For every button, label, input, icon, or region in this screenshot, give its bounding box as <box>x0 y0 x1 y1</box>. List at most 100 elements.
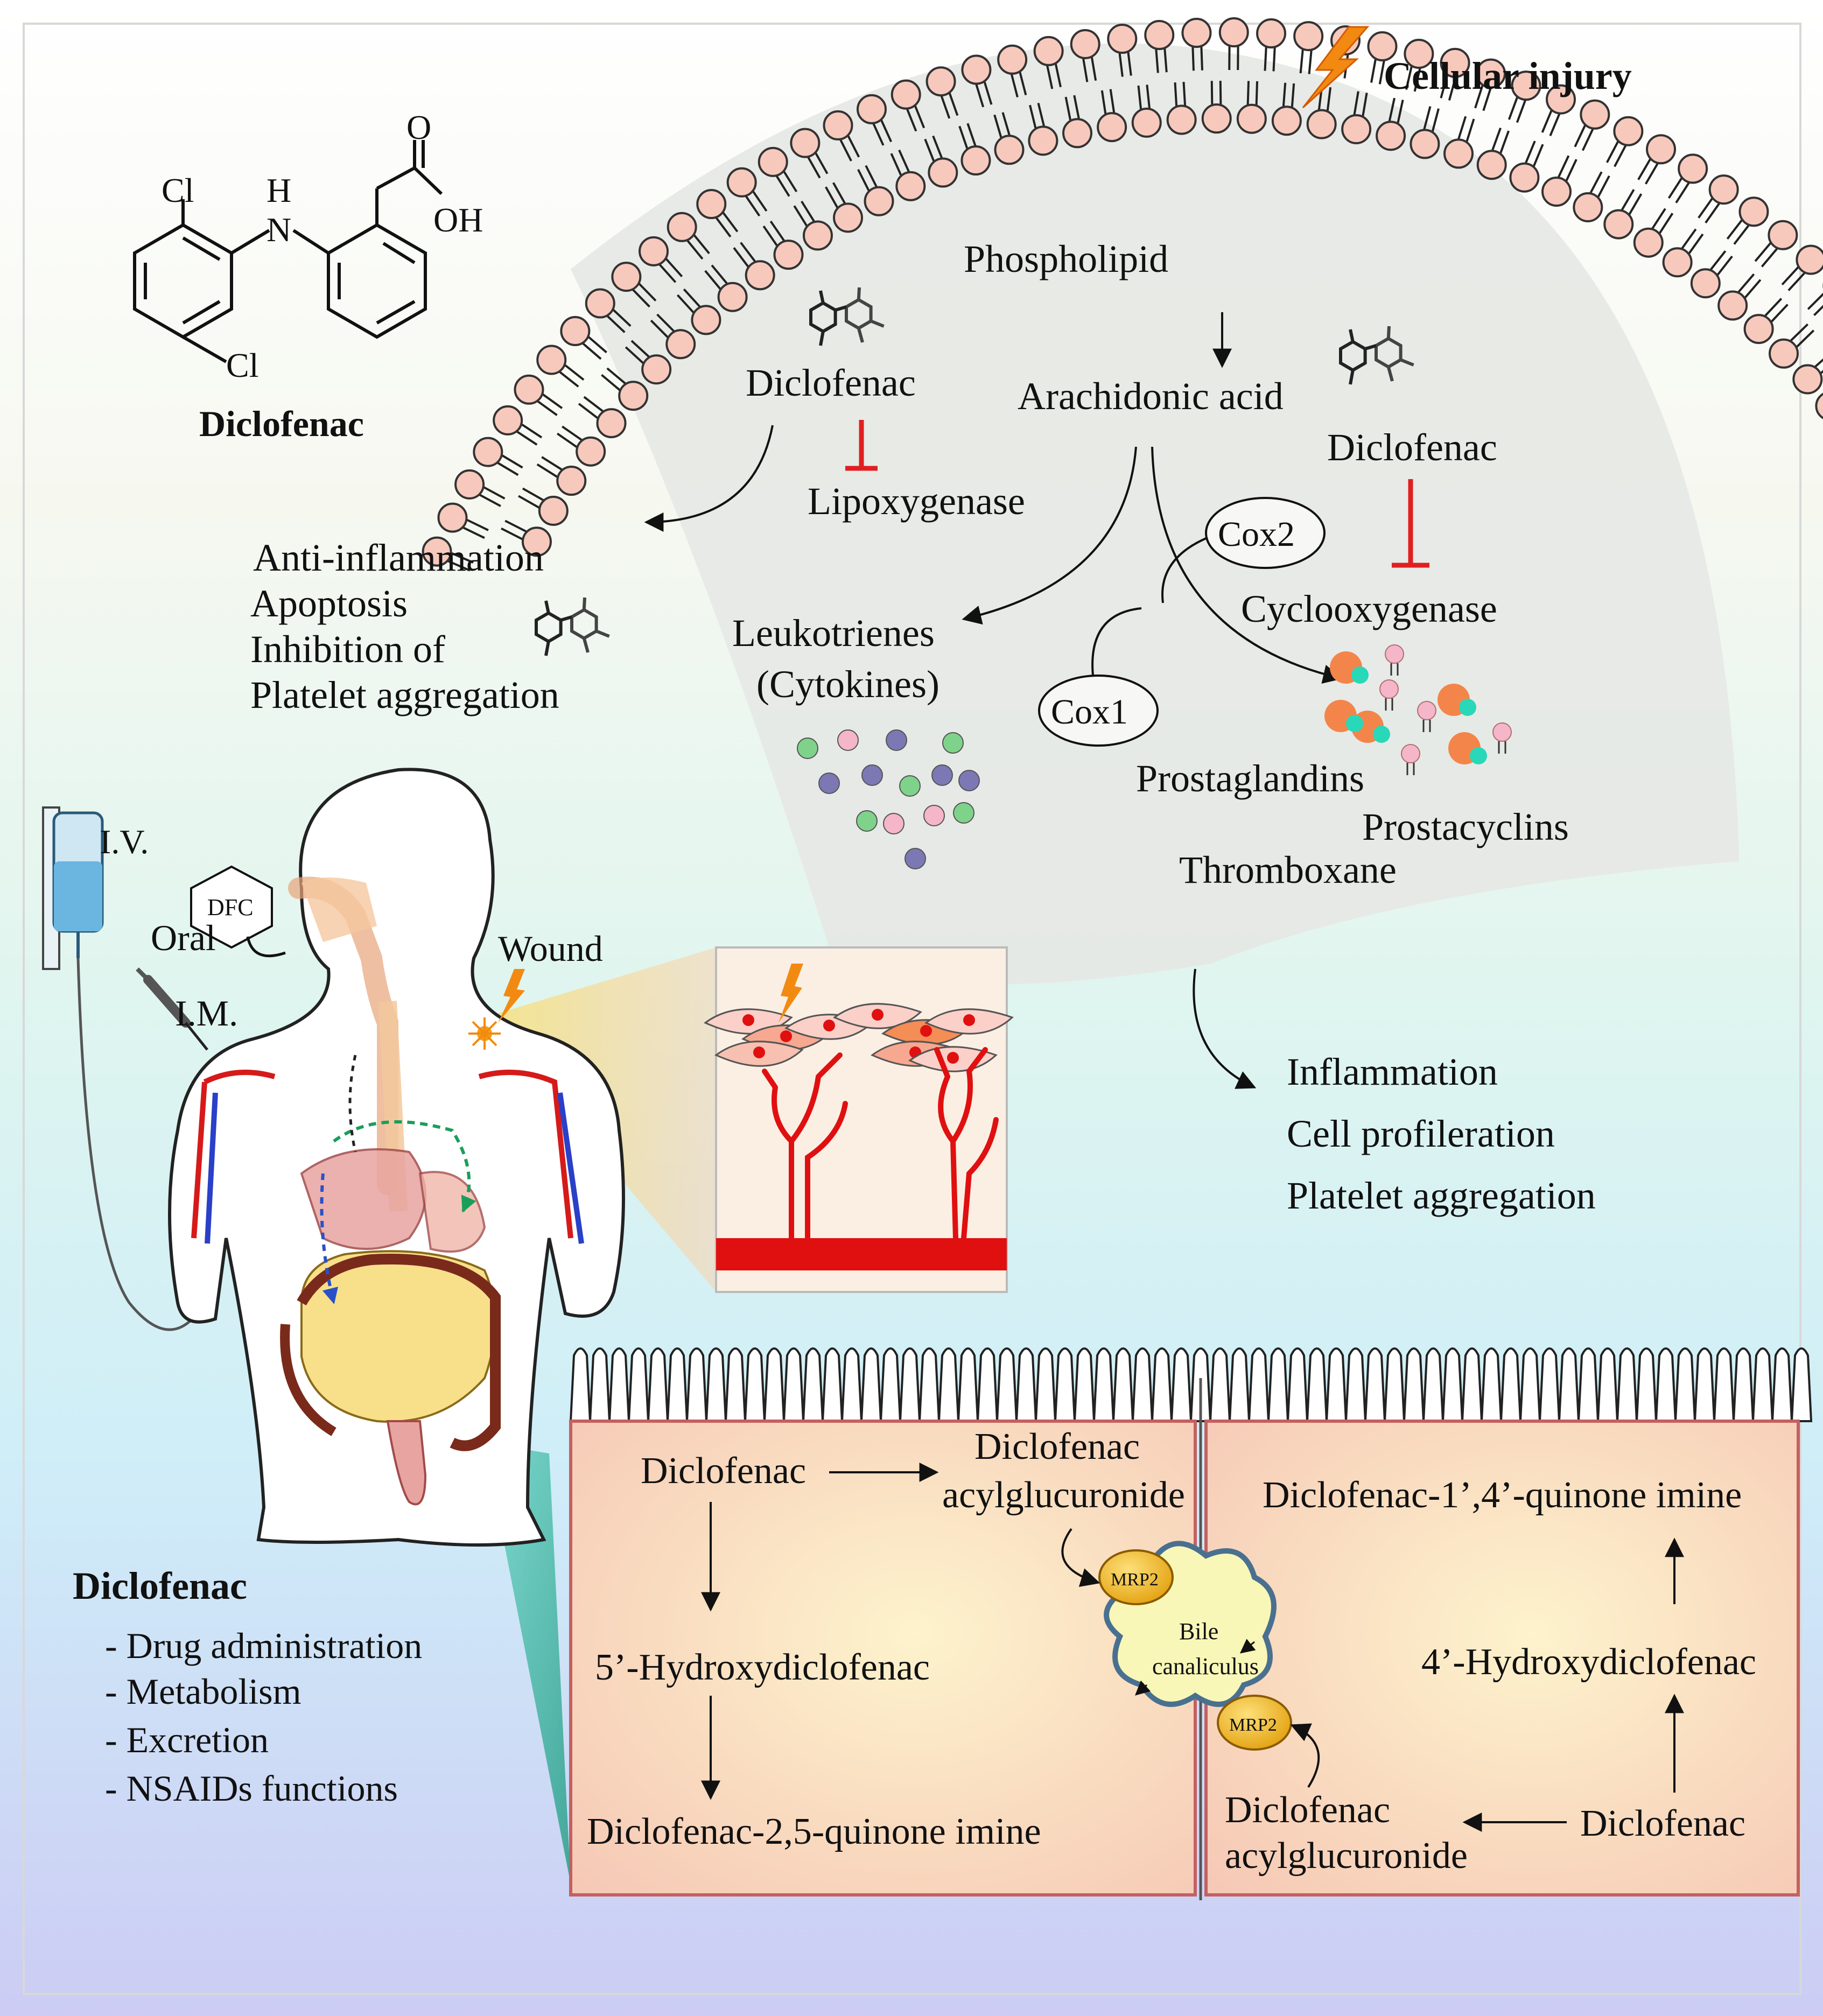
outer-lipid-head <box>1646 134 1677 165</box>
lipoxygenase-label: Lipoxygenase <box>808 480 1025 523</box>
diclofenac-right-label: Diclofenac <box>1327 426 1497 469</box>
effect-left-1: Apoptosis <box>250 582 408 625</box>
inner-lipid-head <box>1236 103 1267 134</box>
outer-lipid-head <box>726 167 757 198</box>
cytokine-dot <box>856 810 878 832</box>
diclofenac-structure <box>133 140 443 363</box>
cytokine-dot <box>958 770 980 791</box>
arachidonic-acid-label: Arachidonic acid <box>1018 375 1284 418</box>
prostanoid-small <box>1401 744 1420 763</box>
inner-lipid-head <box>1306 109 1337 139</box>
liver-zoom-funnel <box>485 1443 571 1884</box>
inner-lipid-head <box>1376 121 1406 151</box>
liver-right-diclofenac: Diclofenac <box>1580 1803 1745 1844</box>
inner-lipid-head <box>1131 107 1162 138</box>
wound-label: Wound <box>498 928 603 969</box>
inner-lipid-head <box>576 436 606 467</box>
effect-right-2: Platelet aggregation <box>1287 1174 1596 1217</box>
inner-lipid-head <box>1410 129 1440 159</box>
prostanoid-particle-tip <box>1351 666 1369 684</box>
summary-item-2: - Excretion <box>105 1719 269 1760</box>
villi-border <box>569 1347 1813 1422</box>
cox1-bubble <box>1038 675 1159 747</box>
acyl-to-mrp2-bottom-arrow <box>1290 1723 1320 1788</box>
wound-tissue-inset <box>704 946 1014 1293</box>
liver-cells-panel <box>569 1347 1813 1900</box>
inner-lipid-head <box>1097 112 1127 143</box>
inner-lipid-head <box>1476 150 1507 180</box>
inner-lipid-head <box>1717 290 1748 321</box>
human-body <box>168 768 625 1547</box>
summary-title: Diclofenac <box>73 1564 247 1607</box>
hepatocyte-left <box>569 1420 1197 1896</box>
outer-lipid-head <box>611 262 642 292</box>
cytokine-dot <box>953 802 974 824</box>
summary-item-0: - Drug administration <box>105 1625 422 1666</box>
outer-lipid-head <box>422 536 452 567</box>
outer-lipid-head <box>1678 153 1708 184</box>
prostaglandin-particles <box>1324 644 1512 775</box>
outer-lipid-tail <box>1813 305 1823 317</box>
inner-lipid-head <box>1341 114 1372 144</box>
liver-left-diclofenac: Diclofenac <box>641 1450 806 1492</box>
inner-lipid-head <box>521 526 552 557</box>
outer-lipid-head <box>454 469 485 500</box>
mol-label-oh: OH <box>433 201 483 239</box>
cytokines-label: (Cytokines) <box>756 663 939 706</box>
outer-lipid-head <box>823 110 853 141</box>
outer-lipid-head <box>437 502 468 533</box>
outer-lipid-head <box>961 54 992 85</box>
tissue-cell-nucleus <box>823 1020 835 1031</box>
mrp2-top-label: MRP2 <box>1111 1570 1159 1590</box>
inner-lipid-head <box>691 305 721 335</box>
inner-lipid-head <box>1201 103 1232 134</box>
bile-inner-arrow-bottom <box>1134 1680 1151 1696</box>
liver-right-acyl-line1: Diclofenac <box>1225 1789 1390 1831</box>
mol-label-cl-top: Cl <box>162 171 194 209</box>
inner-lipid-head <box>1769 338 1799 369</box>
inner-lipid-head <box>1541 177 1572 207</box>
inner-lipid-head <box>864 186 894 216</box>
wound-spark-icon <box>468 969 525 1050</box>
tissue-cell-nucleus <box>753 1046 765 1058</box>
cell-interior-shade <box>571 43 1739 985</box>
bile-label-line1: Bile <box>1179 1618 1218 1645</box>
inner-lipid-head <box>960 145 991 176</box>
inner-lipid-head <box>773 240 804 270</box>
effect-left-3: Platelet aggregation <box>250 673 559 717</box>
cox1-connector <box>1091 607 1142 676</box>
inner-lipid-head <box>833 202 864 233</box>
tissue-cell-nucleus <box>947 1052 959 1064</box>
outer-lipid-head <box>1144 20 1175 51</box>
inner-lipid-head <box>1662 247 1693 278</box>
cytokine-dot <box>923 805 945 826</box>
outer-lipid-head <box>1256 18 1287 49</box>
outer-lipid-head <box>856 94 887 124</box>
cytokine-dot <box>837 729 859 751</box>
inner-lipid-head <box>596 408 627 439</box>
inner-lipid-head <box>641 354 672 385</box>
inner-lipid-head <box>1271 106 1302 136</box>
lightning-icon <box>1302 26 1370 109</box>
cytokine-dot <box>818 772 840 794</box>
dfc-hexagon <box>190 865 273 949</box>
liver-right-hydroxy: 4’-Hydroxydiclofenac <box>1421 1641 1756 1683</box>
inner-lipid-head <box>1166 104 1197 135</box>
cytokine-dots <box>797 729 980 869</box>
inner-lipid-head <box>1815 392 1823 419</box>
outer-lipid-head <box>639 236 669 266</box>
molecule-name: Diclofenac <box>199 403 364 444</box>
cox1-label: Cox1 <box>1051 692 1128 732</box>
prostanoid-small <box>1385 644 1404 664</box>
inner-lipid-head <box>802 220 833 251</box>
inner-lipid-head <box>745 260 775 291</box>
diclofenac-left-label: Diclofenac <box>746 361 916 404</box>
inner-lipid-head <box>994 135 1025 165</box>
cox2-label: Cox2 <box>1218 515 1295 554</box>
cytokine-dot <box>931 764 953 786</box>
effect-right-1: Cell profileration <box>1287 1112 1555 1155</box>
oral-arrow <box>246 936 286 958</box>
outer-lipid-head <box>1768 220 1798 250</box>
outer-lipid-head <box>585 288 615 319</box>
outer-lipid-head <box>1796 244 1823 275</box>
